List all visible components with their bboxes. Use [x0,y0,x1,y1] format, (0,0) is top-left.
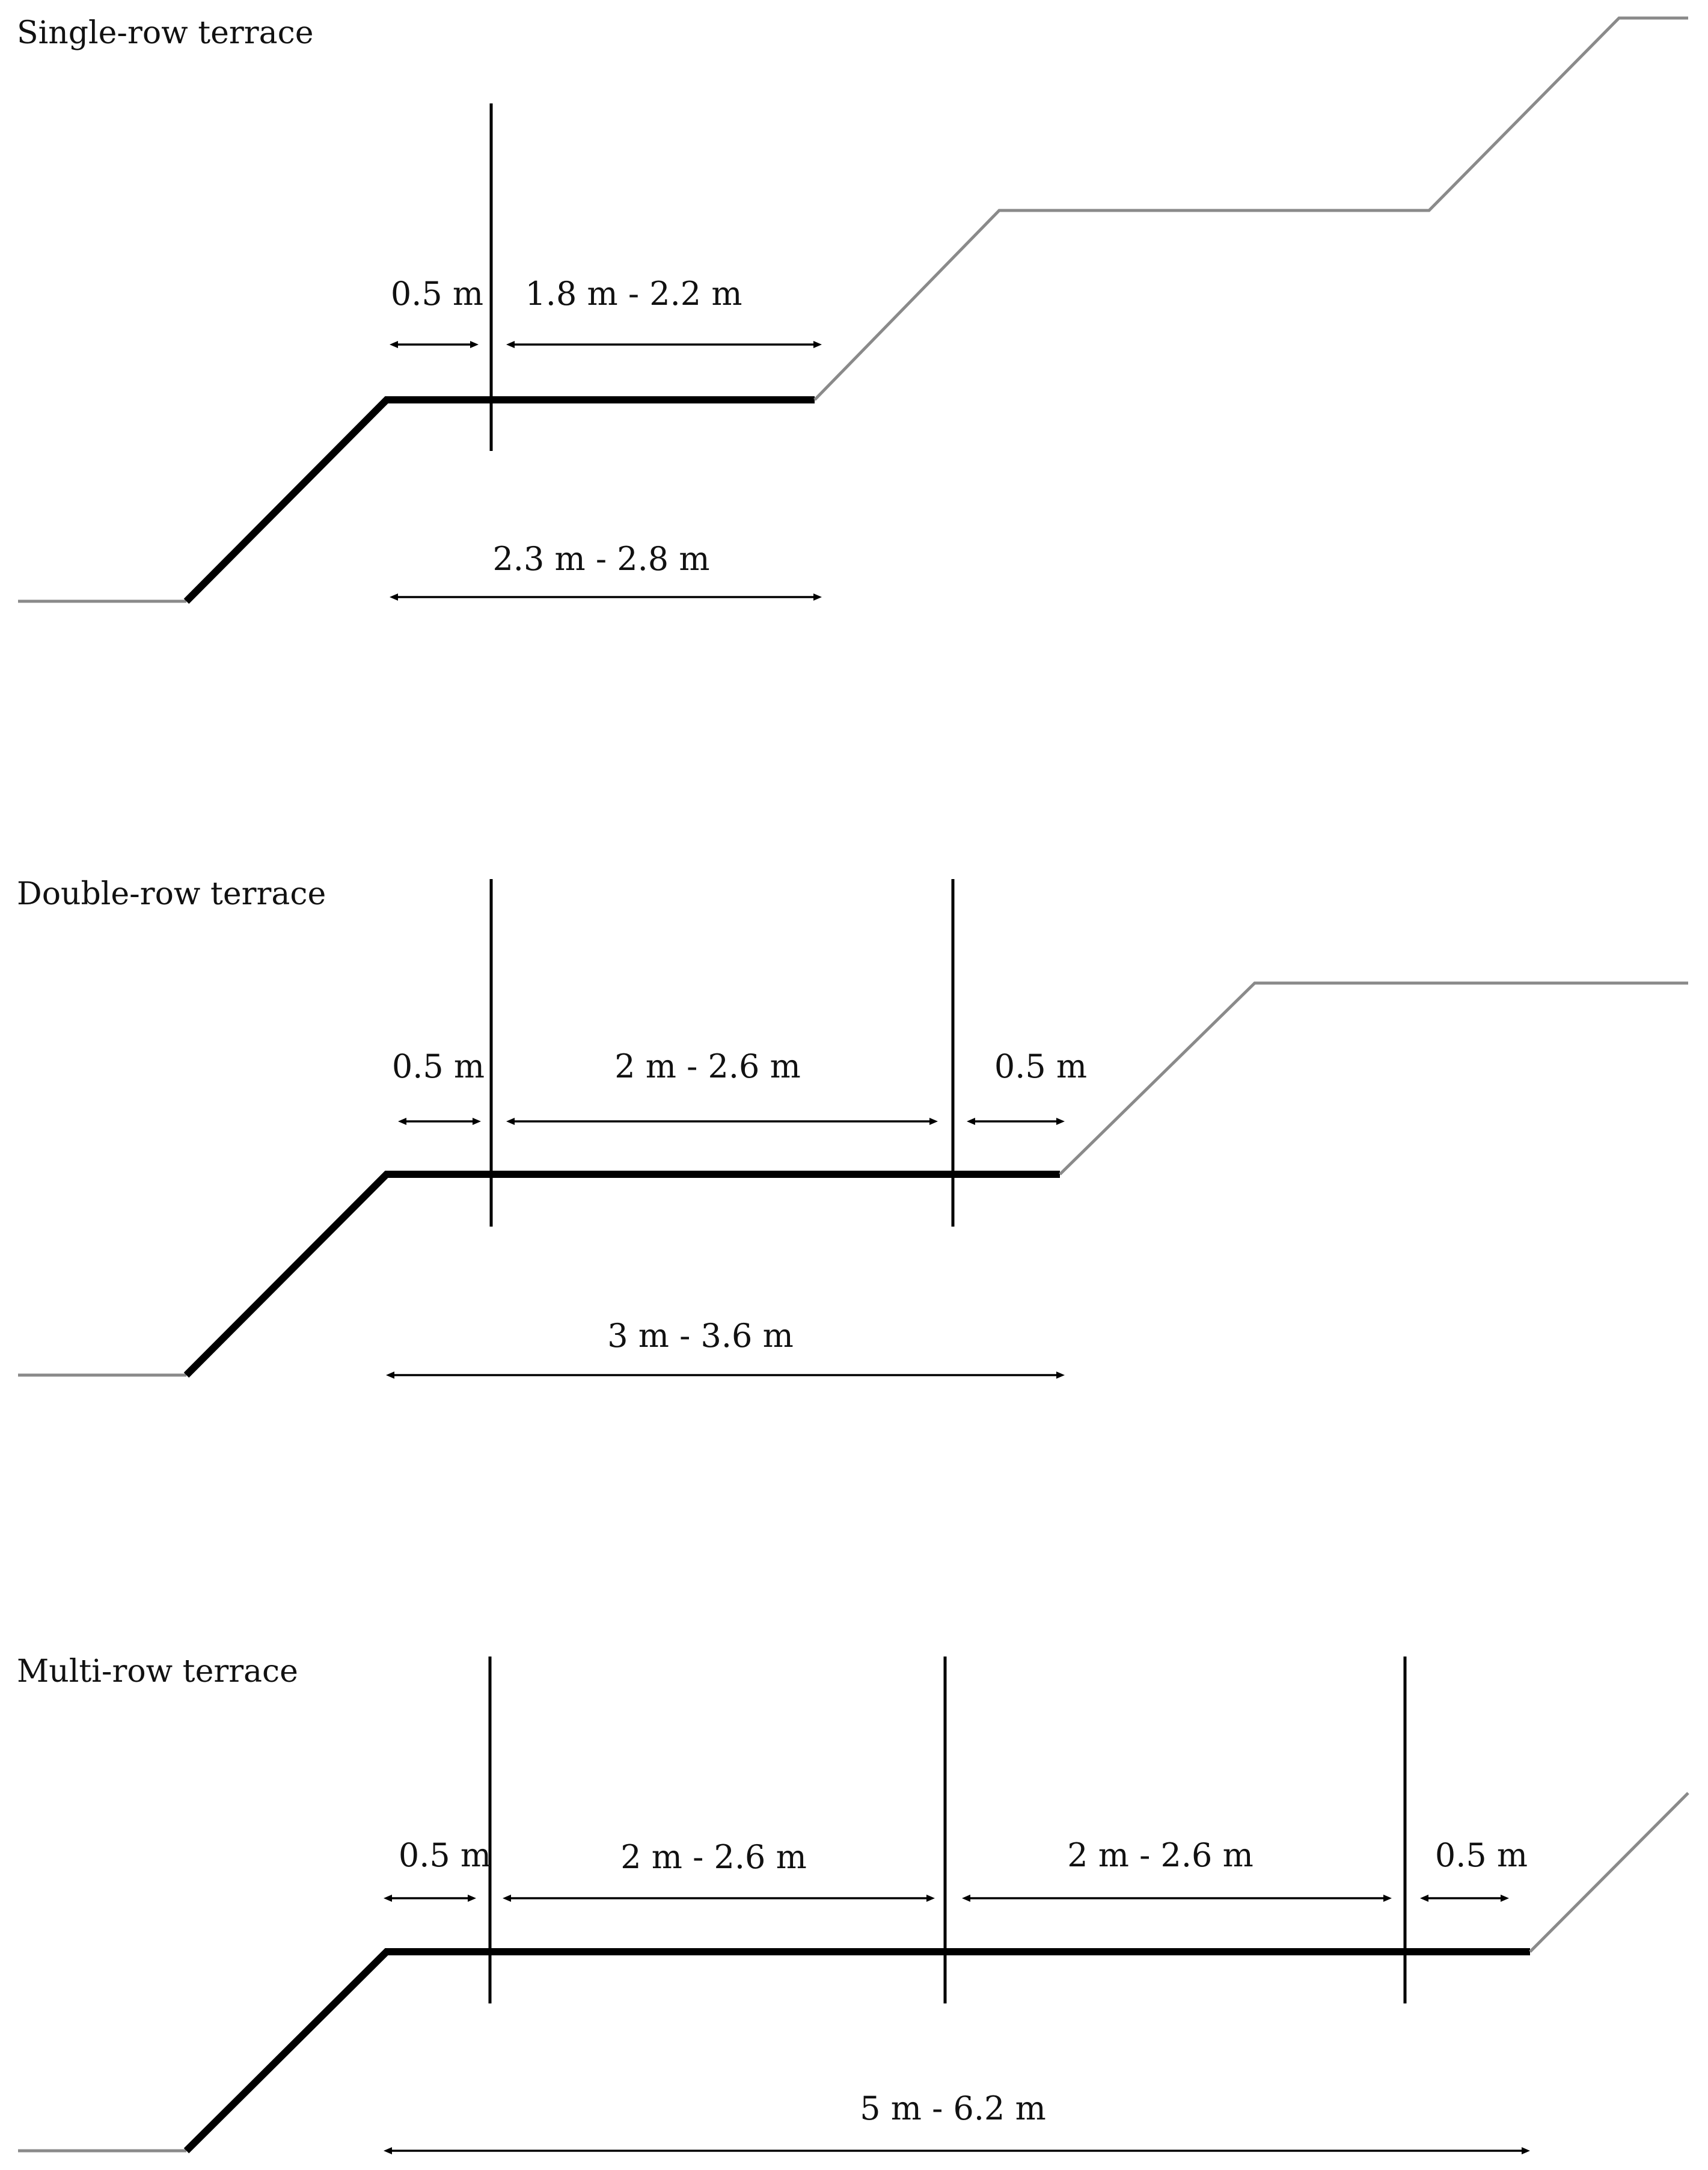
arrowhead-left [390,341,398,348]
arrowhead-right [1056,1118,1065,1125]
right-edge-width-label: 0.5 m [994,1047,1087,1085]
edge-dimension-arrow [390,341,479,348]
row-width-label: 2 m - 2.6 m [614,1047,801,1085]
total-dimension-arrow [390,593,822,601]
arrowhead-left [1420,1895,1428,1902]
panel-title: Multi-row terrace [17,1654,298,1690]
arrowhead-right [813,341,822,348]
left-edge-dimension-arrow [398,1118,481,1125]
total-dimension-arrow [384,2147,1530,2154]
upper-slope-line [1529,1792,1689,1953]
terrace-surface [183,1171,1060,1378]
arrowhead-left [390,593,398,601]
arrowhead-right [813,593,822,601]
arrowhead-left [962,1895,970,1902]
arrowhead-left [384,2147,392,2154]
arrowhead-left [384,1895,392,1902]
left-edge-width-label: 0.5 m [399,1836,491,1874]
arrowhead-right [1522,2147,1530,2154]
arrowhead-right [1056,1372,1065,1379]
right-edge-dimension-arrow [1420,1895,1509,1902]
row-1-dimension-arrow [503,1895,935,1902]
arrowhead-right [926,1895,935,1902]
arrowhead-right [1383,1895,1392,1902]
row-width-label: 1.8 m - 2.2 m [525,275,742,313]
terrace-surface [183,1948,1530,2154]
right-edge-dimension-arrow [967,1118,1065,1125]
total-dimension-arrow [386,1372,1065,1379]
arrowhead-left [967,1118,975,1125]
single-row-terrace-panel: Single-row terrace 0.5 m 1.8 m - 2.2 m 2… [17,15,1688,604]
total-width-label: 3 m - 3.6 m [607,1317,794,1355]
upper-slope-line [1059,981,1688,1175]
arrowhead-left [503,1895,511,1902]
arrowhead-right [470,341,479,348]
arrowhead-left [398,1118,406,1125]
double-row-terrace-panel: Double-row terrace 0.5 m 2 m - 2.6 m 0.5… [17,876,1688,1379]
arrowhead-right [468,1895,476,1902]
right-edge-width-label: 0.5 m [1435,1836,1528,1874]
panel-title: Single-row terrace [17,15,314,51]
left-edge-width-label: 0.5 m [392,1047,485,1085]
row-2-width-label: 2 m - 2.6 m [1067,1836,1253,1874]
upper-slope-line [813,16,1688,401]
arrowhead-left [506,341,515,348]
row-1-width-label: 2 m - 2.6 m [620,1838,807,1876]
panel-title: Double-row terrace [17,876,326,912]
row-2-dimension-arrow [962,1895,1392,1902]
edge-width-label: 0.5 m [391,275,483,313]
left-edge-dimension-arrow [384,1895,476,1902]
arrowhead-left [506,1118,515,1125]
row-dimension-arrow [506,1118,938,1125]
total-width-label: 5 m - 6.2 m [860,2089,1046,2127]
row-dimension-arrow [506,341,822,348]
arrowhead-right [1501,1895,1509,1902]
multi-row-terrace-panel: Multi-row terrace 0.5 m 2 m - 2.6 m 2 m … [17,1654,1689,2154]
arrowhead-right [473,1118,481,1125]
terrace-surface [183,396,815,604]
arrowhead-left [386,1372,394,1379]
total-width-label: 2.3 m - 2.8 m [492,540,709,578]
arrowhead-right [929,1118,938,1125]
